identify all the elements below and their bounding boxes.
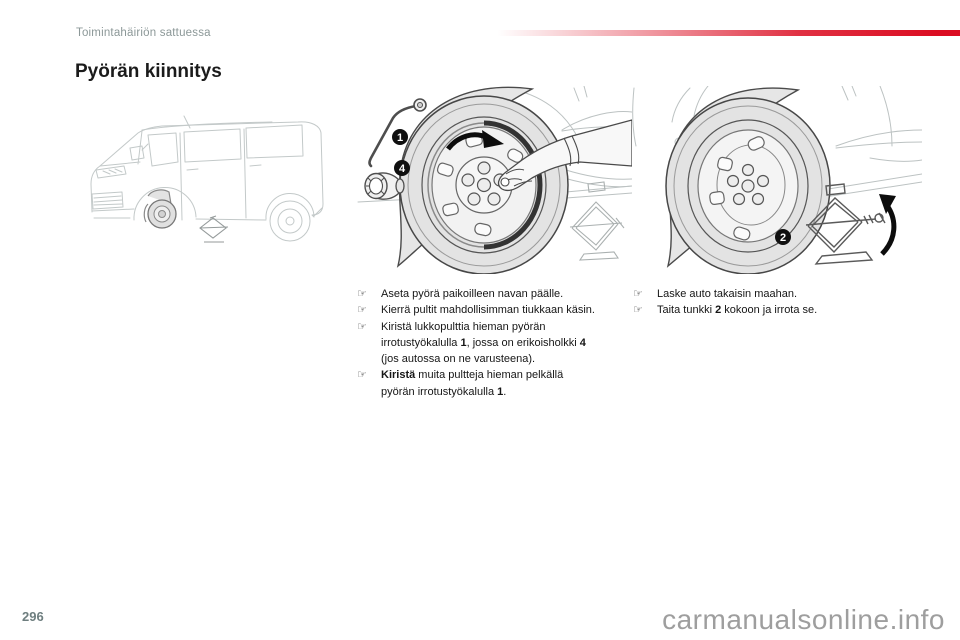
pointing-hand-icon: ☞ [633, 303, 643, 317]
callout-2-badge: 2 [775, 229, 791, 245]
rotation-arrow-icon [446, 130, 504, 151]
wrench-drawing [368, 98, 427, 168]
pointing-hand-icon: ☞ [357, 303, 367, 317]
figure-van-jacked [72, 104, 342, 264]
instruction-text: Kierrä pultit mahdollisimman tiukkaan kä… [381, 304, 595, 317]
jack-drawing [805, 183, 886, 265]
instruction-step: ☞ Taita tunkki 2 kokoon ja irrota se. [633, 302, 943, 318]
instruction-list-main: ☞ Aseta pyörä paikoilleen navan päälle. ☞ K… [357, 286, 637, 400]
wheel-fitting-illustration: 1 4 [357, 86, 632, 274]
van-antenna [183, 115, 191, 129]
lower-arrow-icon [879, 194, 897, 256]
pointing-hand-icon: ☞ [357, 319, 367, 333]
instruction-step: ☞ Laske auto takaisin maahan. [633, 286, 943, 302]
callout-4-label: 4 [399, 163, 406, 175]
pointing-hand-icon: ☞ [357, 287, 367, 300]
pointing-hand-icon: ☞ [357, 368, 367, 382]
van-body-outline [90, 121, 324, 218]
watermark: carmanualsonline.info [662, 604, 945, 635]
instruction-text: Taita tunkki 2 kokoon ja irrota se. [657, 304, 818, 317]
breadcrumb: Toimintahäiriön sattuessa [76, 27, 211, 39]
instruction-step: ☞ Kiristä lukkopulttia hieman pyörän irro… [357, 319, 637, 368]
instruction-text: Kiristä muita pultteja hieman pelkällä p… [381, 369, 564, 398]
callout-4-badge: 4 [394, 160, 410, 176]
instruction-step: ☞ Aseta pyörä paikoilleen navan päälle. [357, 286, 637, 302]
callout-1-badge: 1 [392, 129, 408, 145]
page-title: Pyörän kiinnitys [75, 61, 222, 82]
instruction-text: Aseta pyörä paikoilleen navan päälle. [381, 288, 564, 300]
instruction-text: Laske auto takaisin maahan. [657, 288, 798, 300]
instruction-list-right: ☞ Laske auto takaisin maahan. ☞ Taita tunkk… [633, 286, 943, 319]
van-brake-disc [143, 189, 177, 229]
callout-2-label: 2 [780, 232, 786, 244]
accent-bar [497, 30, 960, 36]
socket-drawing [364, 172, 405, 200]
wheel-drawing [665, 97, 831, 274]
instruction-step: ☞ Kierrä pultit mahdollisimman tiukkaan k… [357, 302, 637, 318]
instruction-step: ☞ Kiristä muita pultteja hieman pelkällä … [357, 367, 637, 400]
instruction-text: Kiristä lukkopulttia hieman pyörän irrot… [381, 320, 586, 366]
wheel-drawing [399, 95, 569, 274]
callout-1-label: 1 [397, 132, 403, 144]
hand-drawing [497, 119, 632, 192]
pointing-hand-icon: ☞ [633, 287, 643, 300]
figure-wheel-fitting: 1 4 [356, 86, 632, 274]
jack-background [569, 181, 625, 261]
van-jack [199, 215, 229, 243]
jack-lowering-illustration: 2 [632, 86, 922, 274]
figure-jack-lowering: 2 [630, 86, 922, 274]
van-illustration [90, 115, 324, 243]
page-number: 296 [22, 609, 44, 624]
